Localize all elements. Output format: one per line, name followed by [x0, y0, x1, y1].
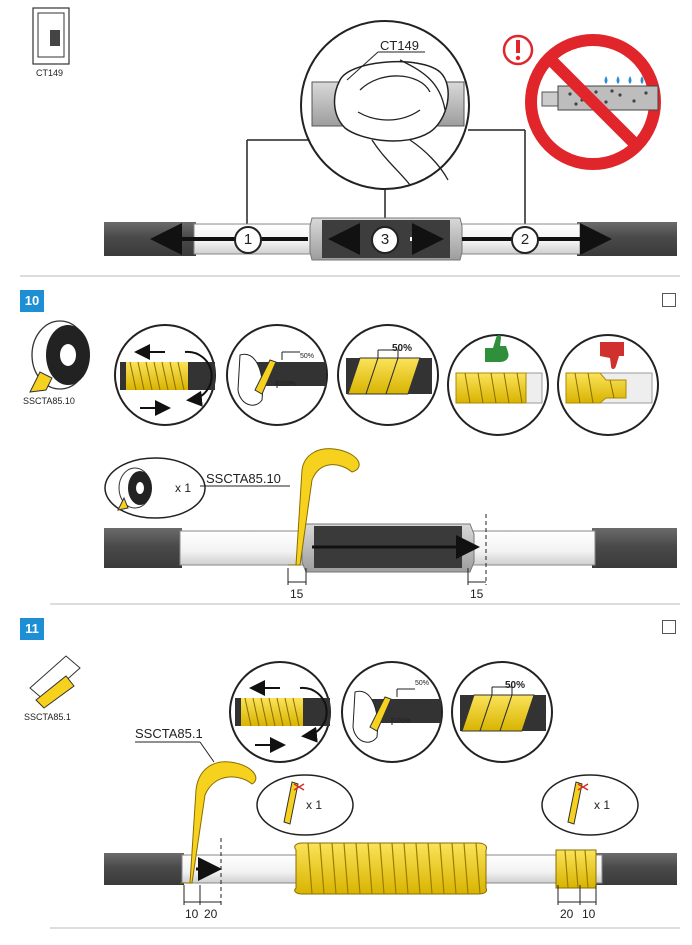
ct149-package-icon [32, 7, 70, 65]
dimension-label: 10 [582, 907, 596, 921]
ct149-callout-label: CT149 [380, 38, 420, 53]
step10-callout-label: SSCTA85.10 [206, 471, 281, 486]
cut-tape-bubble-right [541, 774, 639, 836]
step-checkbox[interactable] [662, 620, 676, 634]
tape-roll-icon [29, 320, 90, 393]
incorrect-result-detail [557, 334, 659, 436]
overlap-label-50: 50% [300, 353, 315, 360]
wrap-direction-detail [229, 661, 331, 763]
dimension-label: 20 [204, 907, 218, 921]
cut-tape-bubble-left [256, 774, 354, 836]
step-number-badge: 10 [20, 290, 44, 312]
dimension-label: 10 [185, 907, 199, 921]
thumbs-up-icon [485, 335, 509, 362]
correct-result-detail [447, 334, 549, 436]
tape-strip-icon [29, 655, 81, 709]
dimension-label: 20 [560, 907, 574, 921]
step-arrow-number-1: 1 [234, 226, 262, 254]
dimension-left-label: 15 [290, 587, 304, 601]
overlap-hand-detail [226, 324, 328, 426]
overlap-label-100: 100% [278, 381, 296, 388]
dimension-right-label: 15 [470, 587, 484, 601]
overlap-50-detail [337, 324, 439, 426]
tape-quantity-label-right: x 1 [594, 798, 611, 812]
thumbs-down-icon [600, 342, 624, 369]
overlap-50-label: 50% [392, 343, 413, 354]
wrap-direction-detail [114, 324, 216, 426]
step-arrow-number-3: 3 [371, 226, 399, 254]
overlap-label-50: 50% [415, 680, 430, 687]
step11-product-label: SSCTA85.1 [24, 712, 71, 722]
tape-quantity-bubble [104, 457, 206, 519]
tape-quantity-label-left: x 1 [306, 798, 323, 812]
step-arrow-number-2: 2 [511, 226, 539, 254]
overlap-hand-detail [341, 661, 443, 763]
no-water-prohibition-icon [525, 34, 661, 170]
step-number-badge: 11 [20, 618, 44, 640]
step11-cable-assembly [104, 741, 677, 905]
cleaning-detail-circle [246, 20, 526, 232]
overlap-50-label: 50% [505, 680, 526, 691]
step11-callout-label: SSCTA85.1 [135, 726, 203, 741]
tape-quantity-label: x 1 [175, 481, 192, 495]
step10-cable-assembly [104, 448, 677, 585]
overlap-50-detail [451, 661, 553, 763]
step10-product-label: SSCTA85.10 [23, 396, 75, 406]
warning-exclamation-icon [502, 34, 534, 66]
overlap-label-100: 100% [393, 718, 411, 725]
ct149-package-label: CT149 [36, 68, 64, 78]
step-checkbox[interactable] [662, 293, 676, 307]
